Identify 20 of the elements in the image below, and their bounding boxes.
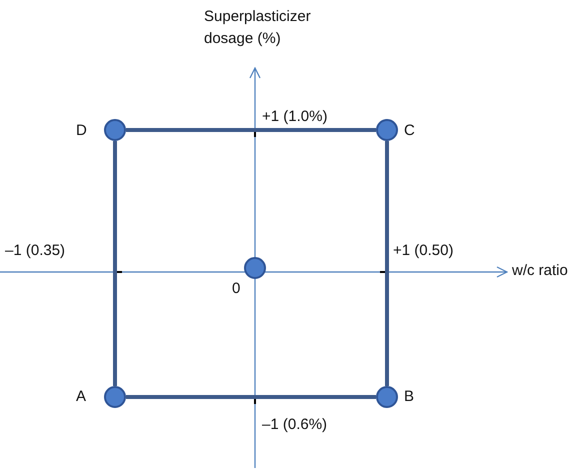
tick-label: +1 (0.50) (393, 242, 454, 259)
tick-label: +1 (1.0%) (262, 108, 328, 125)
design-point (376, 386, 398, 408)
point-label: A (76, 388, 86, 405)
square-side (113, 141, 117, 386)
design-point (244, 257, 266, 279)
tick-label: –1 (0.35) (5, 242, 66, 259)
design-point (104, 386, 126, 408)
square-side (126, 395, 376, 399)
tick-label: –1 (0.6%) (262, 416, 328, 433)
point-label: B (404, 388, 414, 405)
axis-title: w/c ratio (512, 262, 568, 279)
point-label: D (76, 122, 87, 139)
square-side (385, 141, 389, 386)
design-point (376, 119, 398, 141)
point-label: C (404, 122, 415, 139)
axis-title: Superplasticizer dosage (%) (204, 7, 312, 49)
point-label: 0 (232, 280, 240, 297)
design-point (104, 119, 126, 141)
square-side (126, 128, 376, 132)
